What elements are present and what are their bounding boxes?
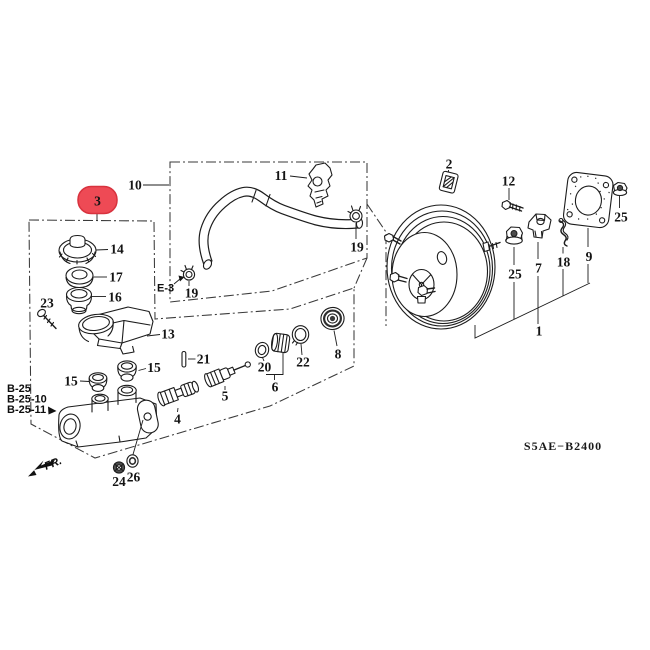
cotter-pin: [558, 217, 569, 247]
master-cylinder-body: [58, 384, 159, 448]
part-label-9[interactable]: 9: [586, 249, 593, 264]
part-label-5[interactable]: 5: [222, 389, 229, 404]
highlight-callout-3[interactable]: 3: [77, 185, 118, 221]
ref-label-b25-11[interactable]: B-25-11: [7, 404, 46, 416]
part-label-1[interactable]: 1: [536, 324, 543, 339]
rod-seal: [320, 306, 345, 331]
part-label-3[interactable]: 3: [94, 194, 101, 209]
part-label-6[interactable]: 6: [272, 380, 279, 395]
part-label-25-center[interactable]: 25: [508, 267, 522, 282]
reservoir-seal: [65, 266, 94, 289]
leader-lines: [79, 175, 357, 455]
hose-bracket: [307, 162, 333, 208]
flange-nut: [112, 461, 126, 474]
reservoir-filter: [65, 286, 93, 315]
part-label-19-right[interactable]: 19: [350, 240, 364, 255]
vacuum-hose: [198, 186, 364, 270]
clevis-yoke: [527, 213, 552, 239]
part-label-11[interactable]: 11: [275, 168, 288, 183]
booster-leader-lines: [474, 228, 591, 339]
part-label-25-right[interactable]: 25: [614, 210, 628, 225]
part-label-10[interactable]: 10: [128, 178, 142, 193]
part-label-17[interactable]: 17: [109, 270, 123, 285]
part-label-15-left[interactable]: 15: [64, 374, 78, 389]
mount-bolt: [501, 188, 524, 212]
part-label-14[interactable]: 14: [110, 242, 124, 257]
part-label-18[interactable]: 18: [557, 255, 571, 270]
part-label-20[interactable]: 20: [258, 360, 272, 375]
part-label-13[interactable]: 13: [161, 327, 175, 342]
part-label-23[interactable]: 23: [40, 296, 54, 311]
reservoir-cap: [58, 234, 97, 265]
snap-ring: [291, 325, 310, 346]
part-label-8[interactable]: 8: [335, 347, 342, 362]
brake-booster: [383, 204, 501, 330]
grommet-plate: [438, 170, 459, 194]
e3-reference-arrow: [173, 275, 185, 285]
reservoir-grommet-right: [117, 360, 137, 382]
o-ring: [254, 341, 270, 359]
mount-nut-right: [612, 181, 628, 208]
flange-washer: [126, 454, 139, 468]
part-label-12[interactable]: 12: [502, 174, 516, 189]
front-direction-arrow: FR.: [28, 455, 64, 477]
part-label-26[interactable]: 26: [127, 470, 141, 485]
hose-clamp-right: [347, 205, 363, 223]
reservoir-bolt: [37, 308, 57, 330]
booster-gasket: [562, 171, 614, 229]
seal-bushing: [270, 332, 291, 354]
hose-clamp-left: [180, 264, 196, 281]
roll-pin: [181, 350, 187, 368]
mount-nut-center: [505, 226, 524, 245]
part-label-22[interactable]: 22: [296, 355, 310, 370]
part-label-2[interactable]: 2: [446, 157, 453, 172]
part-label-24[interactable]: 24: [112, 474, 126, 489]
part-label-7[interactable]: 7: [535, 261, 542, 276]
fr-label: FR.: [43, 455, 64, 473]
highlight-stadium[interactable]: [77, 185, 118, 215]
part-label-21[interactable]: 21: [197, 352, 211, 367]
part-label-4[interactable]: 4: [174, 412, 181, 427]
ref-label-b25-10[interactable]: B-25-10: [7, 394, 47, 406]
diagram-code: S5AE−B2400: [524, 439, 602, 453]
part-label-19-left[interactable]: 19: [185, 286, 199, 301]
primary-piston: [157, 380, 200, 407]
secondary-pushrod: [204, 361, 251, 388]
brake-fluid-reservoir: [78, 306, 154, 355]
ref-label-e3[interactable]: E-3: [157, 283, 174, 295]
b25-pointer-arrowhead: [48, 406, 57, 415]
part-label-15-right[interactable]: 15: [147, 360, 161, 375]
ref-label-b25[interactable]: B-25: [7, 383, 31, 395]
hose-assembly-box: [169, 161, 387, 326]
part-label-16[interactable]: 16: [108, 290, 122, 305]
reservoir-grommet-left: [88, 372, 108, 392]
